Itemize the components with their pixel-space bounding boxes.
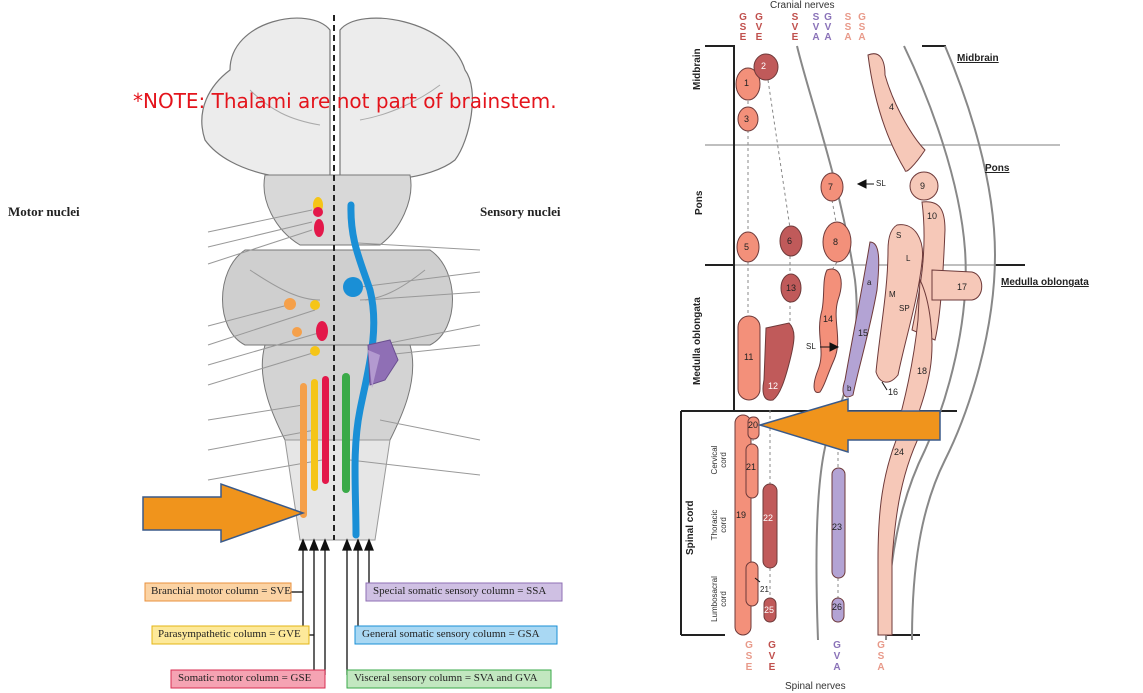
- sensory-columns: [342, 201, 399, 539]
- nucleus-label-25: 25: [764, 605, 775, 615]
- label-m: M: [889, 290, 896, 299]
- legend-parasympathetic: Parasympathetic column = GVE: [158, 628, 301, 640]
- nucleus-label-1: 1: [744, 78, 750, 88]
- motor-columns: [284, 197, 329, 518]
- nucleus-label-20: 20: [748, 420, 759, 430]
- cranial-nerves-title: Cranial nerves: [770, 0, 835, 11]
- label-sl-lower: SL: [806, 342, 816, 351]
- nucleus-label-15: 15: [858, 328, 869, 338]
- region-pons-right: Pons: [985, 163, 1010, 174]
- pointer-arrow-right: [757, 397, 941, 454]
- nucleus-label-12: 12: [768, 381, 779, 391]
- nucleus-label-5: 5: [744, 242, 750, 252]
- nucleus-label-24: 24: [894, 447, 905, 457]
- legend-visceral: Visceral sensory column = SVA and GVA: [354, 672, 538, 684]
- nucleus-label-3: 3: [744, 114, 750, 124]
- legend: [144, 582, 563, 689]
- nucleus-label-7: 7: [828, 182, 834, 192]
- sub-thoracic: Thoracic cord: [710, 509, 728, 541]
- legend-general-somatic: General somatic sensory column = GSA: [362, 628, 540, 640]
- nucleus-label-10: 10: [927, 211, 938, 221]
- nucleus-label-8: 8: [833, 237, 839, 247]
- label-b: b: [847, 384, 852, 393]
- label-sp: SP: [899, 304, 910, 313]
- sub-cervical: Cervical cord: [710, 445, 728, 475]
- nucleus-label-18: 18: [917, 366, 928, 376]
- nucleus-label-21-lower: 21: [760, 585, 769, 594]
- nucleus-label-9: 9: [920, 181, 926, 191]
- region-midbrain-left: Midbrain: [692, 48, 703, 90]
- legend-branchial: Branchial motor column = SVE: [151, 585, 292, 597]
- region-spinal-left: Spinal cord: [685, 500, 696, 555]
- nuclei: [734, 53, 983, 636]
- nucleus-label-21: 21: [746, 462, 757, 472]
- nucleus-connectors: [747, 79, 839, 598]
- nucleus-label-2: 2: [761, 61, 767, 71]
- region-medulla-left: Medulla oblongata: [692, 297, 703, 385]
- legend-special-somatic: Special somatic sensory column = SSA: [373, 585, 547, 597]
- pointer-arrow-left: [142, 482, 306, 544]
- legend-somatic-motor: Somatic motor column = GSE: [178, 672, 312, 684]
- nucleus-label-17: 17: [957, 282, 968, 292]
- label-sl-upper: SL: [876, 179, 886, 188]
- motor-nuclei-heading: Motor nuclei: [8, 204, 80, 219]
- note-text: *NOTE: Thalami are not part of brainstem…: [133, 89, 557, 113]
- nucleus-label-26: 26: [832, 602, 843, 612]
- nucleus-label-13: 13: [786, 283, 797, 293]
- region-midbrain-right: Midbrain: [957, 53, 999, 64]
- nucleus-label-14: 14: [823, 314, 834, 324]
- region-pons-left: Pons: [694, 190, 705, 215]
- label-s: S: [896, 231, 902, 240]
- nucleus-label-16: 16: [888, 387, 899, 397]
- region-medulla-right: Medulla oblongata: [1001, 277, 1089, 288]
- nucleus-label-6: 6: [787, 236, 793, 246]
- sensory-nuclei-heading: Sensory nuclei: [480, 204, 561, 219]
- nucleus-label-4: 4: [889, 102, 895, 112]
- sl-arrows: [754, 179, 888, 583]
- label-a: a: [867, 278, 872, 287]
- nucleus-label-11: 11: [744, 352, 754, 362]
- nucleus-label-22: 22: [763, 513, 774, 523]
- nucleus-label-19: 19: [736, 510, 747, 520]
- spinal-nerves-title: Spinal nerves: [785, 681, 846, 692]
- column-up-arrows: [290, 538, 374, 679]
- label-l: L: [906, 254, 911, 263]
- sub-lumbosacral: Lumbosacral cord: [710, 576, 728, 622]
- nucleus-label-23: 23: [832, 522, 843, 532]
